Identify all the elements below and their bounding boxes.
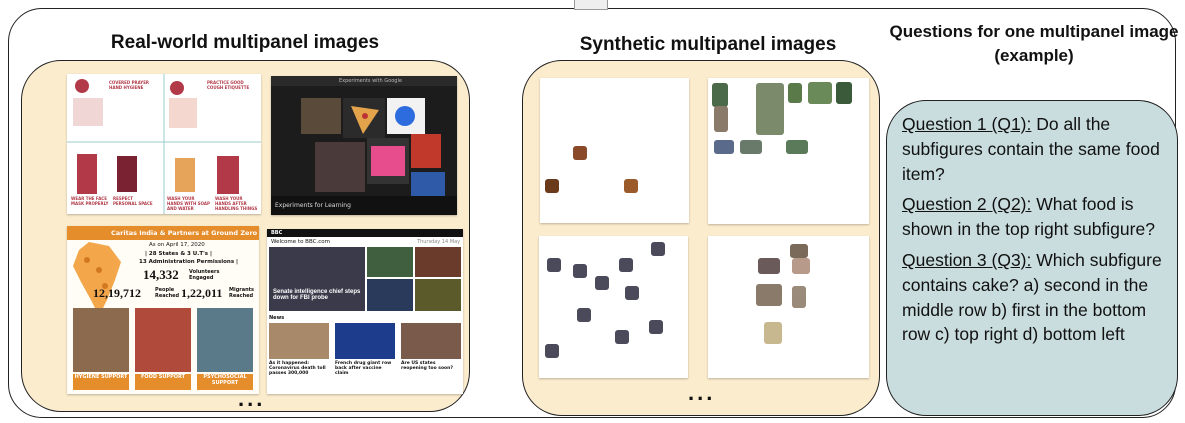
food-subfigure-2 <box>545 179 559 193</box>
question-2: Question 2 (Q2): What food is shown in t… <box>902 192 1174 242</box>
question-3-label: Question 3 (Q3): <box>902 249 1032 270</box>
caritas-title: Caritas India & Partners at Ground Zero <box>111 229 258 237</box>
bbc-side-photo-3 <box>367 279 413 311</box>
baseball-subfigure-9 <box>786 140 808 154</box>
food-subfigure-3 <box>624 179 638 193</box>
laptop-subfigure-5 <box>651 242 665 256</box>
caritas-photo-2 <box>135 308 191 372</box>
hygiene-illustration <box>67 74 261 214</box>
laptop-subfigure-6 <box>625 286 639 300</box>
bbc-side-photo-1 <box>367 247 413 277</box>
caritas-permissions: 13 Administration Permissions | <box>139 259 239 265</box>
caritas-people-value: 12,19,712 <box>93 286 141 300</box>
hygiene-poster-image: COVERED PRAYER HAND HYGIENE PRACTICE GOO… <box>67 74 261 214</box>
room-subfigure-3 <box>792 258 810 274</box>
experiments-bottom-text: Experiments for Learning <box>275 202 351 209</box>
questions-text: Question 1 (Q1): Do all the subfigures c… <box>902 112 1174 353</box>
bbc-story-1: As it happened: Coronavirus death toll p… <box>269 361 326 376</box>
bbc-story-photo-1 <box>269 323 329 359</box>
laptop-subfigure-3 <box>595 276 609 290</box>
room-subfigure-5 <box>792 286 806 308</box>
caritas-photo-1 <box>73 308 129 372</box>
room-subfigure-1 <box>790 244 808 258</box>
caritas-support-2: FOOD SUPPORT <box>135 374 191 390</box>
hygiene-label-5: WASH YOUR HANDS WITH SOAP AND WATER <box>167 196 210 211</box>
bbc-lead-caption: Senate intelligence chief steps down for… <box>273 289 361 301</box>
laptop-subfigure-10 <box>649 320 663 334</box>
laptop-subfigure-8 <box>615 330 629 344</box>
bbc-logo: BBC <box>271 230 283 236</box>
bbc-nav-bar <box>267 229 463 237</box>
baseball-subfigure-5 <box>836 82 852 104</box>
bbc-date: Thursday 14 May <box>417 239 461 245</box>
question-1-label: Question 1 (Q1): <box>902 114 1032 134</box>
bbc-side-photo-2 <box>415 247 461 277</box>
baseball-subfigure-4 <box>808 82 832 104</box>
questions-panel <box>886 100 1178 416</box>
top-tab-marker <box>574 0 608 10</box>
baseball-subfigure-6 <box>714 106 728 132</box>
caritas-support-3: PSYCHOSOCIAL SUPPORT <box>197 374 253 390</box>
caritas-support-1: HYGIENE SUPPORT <box>73 374 129 390</box>
synthetic-laptops-image <box>539 236 688 378</box>
bbc-story-photo-3 <box>401 323 461 359</box>
laptop-subfigure-2 <box>573 264 587 278</box>
hygiene-label-4: RESPECT PERSONAL SPACE <box>113 196 153 206</box>
question-2-text: What food is shown in the top right subf… <box>902 194 1155 240</box>
bbc-welcome: Welcome to BBC.com <box>271 239 330 245</box>
bbc-lead-photo <box>269 247 365 311</box>
caritas-photo-3 <box>197 308 253 372</box>
experiments-google-image: Experiments with Google Experiments for … <box>271 76 457 215</box>
baseball-subfigure-2 <box>756 83 784 135</box>
caritas-title-bar <box>67 226 259 240</box>
bbc-homepage-image: BBC Welcome to BBC.com Thursday 14 May S… <box>267 229 463 394</box>
caritas-migrants-value: 1,22,011 <box>181 286 223 300</box>
heading-real-world: Real-world multipanel images <box>110 32 380 53</box>
question-1-text: Do all the subfigures contain the same f… <box>902 114 1160 184</box>
laptop-subfigure-1 <box>547 258 561 272</box>
experiments-collage <box>271 76 457 215</box>
caritas-volunteers-label: Volunteers Engaged <box>189 269 220 281</box>
hygiene-label-6: WASH YOUR HANDS AFTER HANDLING THINGS <box>215 196 258 211</box>
caritas-volunteers-value: 14,332 <box>143 267 179 282</box>
room-subfigure-6 <box>764 322 782 344</box>
baseball-subfigure-1 <box>712 83 728 107</box>
room-subfigure-4 <box>756 284 782 306</box>
bbc-story-photo-2 <box>335 323 395 359</box>
bbc-story-2: French drug giant row back after vaccine… <box>335 361 392 376</box>
question-3-text: Which subfigure contains cake? a) second… <box>902 249 1162 345</box>
food-subfigure-1 <box>573 146 587 160</box>
caritas-infographic-image: Caritas India & Partners at Ground Zero … <box>67 226 259 394</box>
heading-synthetic: Synthetic multipanel images <box>579 34 837 55</box>
bbc-story-3: Are US states reopening too soon? <box>401 361 453 371</box>
synthetic-rooms-image <box>708 236 869 378</box>
question-3: Question 3 (Q3): Which subfigure contain… <box>902 248 1174 347</box>
caritas-people-label: People Reached <box>155 287 180 299</box>
bbc-section: News <box>269 315 285 321</box>
room-subfigure-2 <box>758 258 780 274</box>
baseball-subfigure-3 <box>788 83 802 103</box>
synthetic-food-image <box>540 78 689 223</box>
hygiene-label-2: PRACTICE GOOD COUGH ETIQUETTE <box>207 80 250 90</box>
india-map-graphic <box>73 242 121 316</box>
hygiene-label-1: COVERED PRAYER HAND HYGIENE <box>109 80 150 90</box>
synthetic-baseball-image <box>708 78 869 224</box>
laptop-subfigure-4 <box>619 258 633 272</box>
experiments-top-text: Experiments with Google <box>339 78 402 84</box>
question-2-label: Question 2 (Q2): <box>902 194 1032 215</box>
synthetic-ellipsis: ... <box>688 380 716 405</box>
baseball-subfigure-7 <box>714 140 734 154</box>
caritas-date: As on April 17, 2020 <box>149 242 205 248</box>
laptop-subfigure-9 <box>545 344 559 358</box>
caritas-states: | 28 States & 3 U.T's | <box>145 251 212 257</box>
laptop-subfigure-7 <box>577 308 591 322</box>
bbc-side-photo-4 <box>415 279 461 311</box>
real-world-ellipsis: ... <box>238 386 266 411</box>
baseball-subfigure-8 <box>740 140 762 154</box>
caritas-migrants-label: Migrants Reached <box>229 287 255 299</box>
question-1: Question 1 (Q1): Do all the subfigures c… <box>902 112 1174 186</box>
hygiene-label-3: WEAR THE FACE MASK PROPERLY <box>71 196 109 206</box>
heading-questions: Questions for one multipanel image (exam… <box>889 22 1179 65</box>
